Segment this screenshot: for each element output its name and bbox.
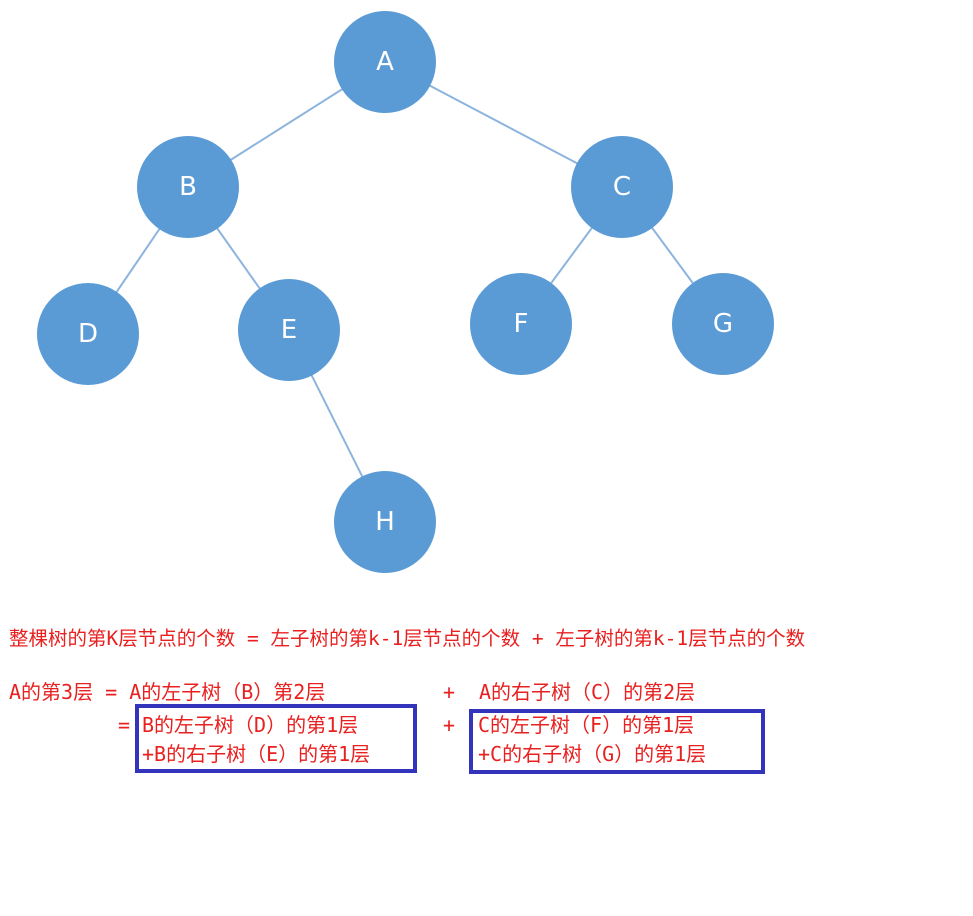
binary-tree-diagram: A B C D E F G H xyxy=(37,11,774,573)
node-g-label: G xyxy=(713,309,733,339)
node-d: D xyxy=(37,283,139,385)
node-b-label: B xyxy=(179,172,197,202)
formula-line1-left: A的第3层 = A的左子树（B）第2层 xyxy=(9,680,326,704)
node-d-label: D xyxy=(78,319,98,349)
node-e: E xyxy=(238,279,340,381)
node-a-label: A xyxy=(376,47,394,77)
node-h: H xyxy=(334,471,436,573)
node-b: B xyxy=(137,136,239,238)
formula-main: 整棵树的第K层节点的个数 = 左子树的第k-1层节点的个数 + 左子树的第k-1… xyxy=(9,627,806,650)
node-f-label: F xyxy=(514,309,529,339)
formula-line2-left: B的左子树（D）的第1层 xyxy=(142,713,359,737)
node-c-label: C xyxy=(613,172,631,202)
node-h-label: H xyxy=(375,507,395,537)
tree-nodes: A B C D E F G H xyxy=(37,11,774,573)
formula-line2-plus: + xyxy=(443,713,456,737)
node-e-label: E xyxy=(281,315,297,345)
right-subtree-box xyxy=(469,709,765,774)
formula-line3-right: +C的右子树（G）的第1层 xyxy=(478,742,707,766)
formula-line2-right: C的左子树（F）的第1层 xyxy=(478,713,695,737)
left-subtree-box xyxy=(135,704,417,773)
node-c: C xyxy=(571,136,673,238)
formula-line1-right: A的右子树（C）的第2层 xyxy=(479,680,696,704)
tree-edges xyxy=(87,61,724,523)
formula-line1-plus: + xyxy=(443,680,456,704)
formula-line3-left: +B的右子树（E）的第1层 xyxy=(142,742,371,766)
formula-line2-eq: = xyxy=(118,713,131,737)
node-g: G xyxy=(672,273,774,375)
node-a: A xyxy=(334,11,436,113)
node-f: F xyxy=(470,273,572,375)
